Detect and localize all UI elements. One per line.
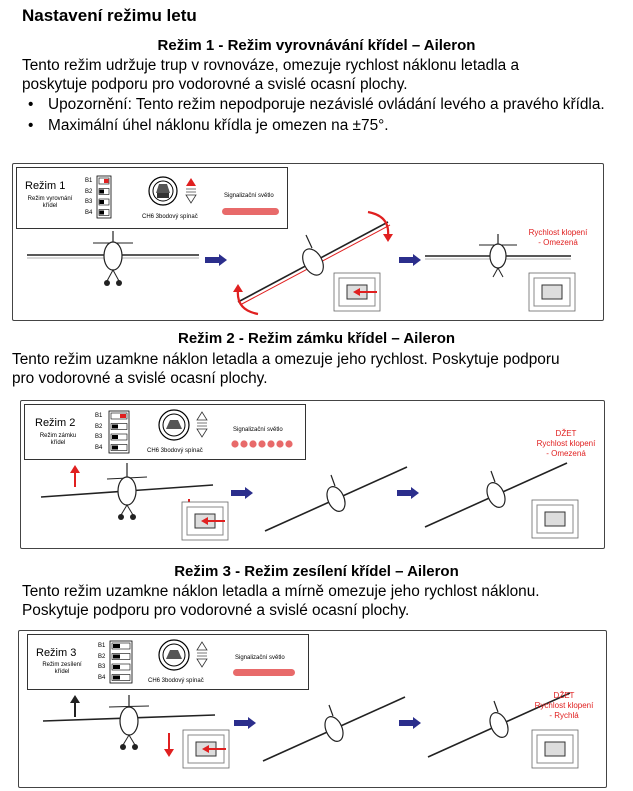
mode-subtitle-line: křídel [54,669,70,675]
arrow-right-icon [231,487,253,499]
note-item: Maximální úhel náklonu křídla je omezen … [22,116,622,135]
arrow-right-icon [399,254,421,266]
note-item: Upozornění: Tento režim nepodporuje nezá… [22,95,622,114]
mode-subtitle-line: křídel [50,440,66,446]
mode-1-paragraph-line: poskytuje podporu pro vodorovné a svislé… [22,76,408,93]
mode-2-diagram: Režim 2 Režim zámku křídel B1 B2 B3 B4 [20,400,605,549]
mode-subtitle-line: Režim zesílení [42,662,82,668]
dip-switches [96,175,112,219]
switch-label: B1 [85,178,93,184]
signal-light [222,208,279,215]
mode-panel: Režim 2 Režim zámku křídel B1 B2 B3 B4 [24,404,306,460]
signal-light-label: Signalizační světlo [235,655,285,661]
result-note-line: DŽET [553,691,575,700]
result-note-line: Rychlost klopení [528,228,588,237]
mode-3-paragraph: Tento režim uzamkne náklon letadla a mír… [22,582,622,620]
mode-name: Režim 3 [36,647,77,659]
mode-2-paragraph-line: pro vodorovné a svislé ocasní plochy. [12,370,268,387]
mode-name: Režim 1 [25,180,66,192]
ch6-switch-label: CH6 3bodový spínač [142,214,198,220]
result-note: DŽET Rychlost klopení - Omezená [526,429,606,459]
mode-1-heading: Režim 1 - Režim vyrovnávání křídel – Ail… [157,37,476,54]
switch-label: B4 [98,674,106,681]
switch-label: B1 [95,413,103,419]
aircraft-front-view [425,234,571,278]
dip-switches [108,410,130,454]
switch-labels: B1 B2 B3 B4 [85,176,92,218]
signal-light [231,440,293,448]
mode-subtitle-line: Režim zámku [39,433,77,439]
switch-label: B2 [85,188,93,195]
aircraft-rolled-view [424,462,568,528]
stick-indicator-icon [333,272,381,312]
mode-3-diagram: Režim 3 Režim zesílení křídel B1 B2 B3 B… [18,630,607,788]
mode-2-paragraph: Tento režim uzamkne náklon letadla a ome… [12,350,627,388]
stick-indicator-icon [531,499,579,539]
switch-label: B1 [98,643,106,649]
switch-labels: B1 B2 B3 B4 [98,641,105,683]
stick-indicator-icon [164,729,230,769]
result-note: Rychlost klopení - Omezená [518,228,598,248]
ch6-switch-icon [158,639,208,671]
mode-1-paragraph: Tento režim udržuje trup v rovnováze, om… [22,56,622,94]
mode-subtitle: Režim zámku křídel [31,433,85,447]
aircraft-rolled-view [262,696,406,762]
aircraft-rolled-view [233,210,393,316]
signal-light-label: Signalizační světlo [233,427,283,433]
mode-2-paragraph-line: Tento režim uzamkne náklon letadla a ome… [12,351,560,368]
mode-subtitle-line: Režim vyrovnání [27,196,73,202]
arrow-right-icon [399,717,421,729]
aircraft-front-view [42,695,216,750]
arrow-right-icon [205,254,227,266]
stick-indicator-icon [528,272,576,312]
arrow-right-icon [234,717,256,729]
mode-panel: Režim 1 Režim vyrovnání křídel B1 B2 B3 … [16,167,288,229]
result-note: DŽET Rychlost klopení - Rychlá [524,691,604,721]
mode-3-paragraph-line: Tento režim uzamkne náklon letadla a mír… [22,583,540,600]
result-note-line: Rychlost klopení [534,701,594,710]
aircraft-rolled-view [264,466,408,532]
switch-label: B4 [85,209,93,216]
ch6-switch-icon [148,176,197,206]
result-note-line: - Omezená [546,449,586,458]
mode-name: Režim 2 [35,417,76,429]
mode-1-diagram: Režim 1 Režim vyrovnání křídel B1 B2 B3 … [12,163,604,321]
switch-label: B2 [95,423,103,430]
page-title: Nastavení režimu letu [22,6,197,25]
dip-switches [109,640,133,684]
mode-subtitle-line: křídel [42,203,58,209]
mode-subtitle: Režim zesílení křídel [32,662,92,676]
stick-indicator-icon [531,729,579,769]
result-note-line: - Rychlá [549,711,579,720]
switch-label: B2 [98,653,106,660]
ch6-switch-label: CH6 3bodový spínač [148,678,204,684]
mode-3-heading: Režim 3 - Režim zesílení křídel – Ailero… [174,563,459,580]
stick-indicator-icon [181,501,229,541]
signal-light-label: Signalizační světlo [224,193,274,199]
aircraft-rolled-view [427,692,571,758]
mode-1-notes: Upozornění: Tento režim nepodporuje nezá… [22,95,622,137]
mode-panel: Režim 3 Režim zesílení křídel B1 B2 B3 B… [27,634,309,690]
signal-light [233,669,295,676]
mode-subtitle: Režim vyrovnání křídel [21,196,79,210]
switch-label: B3 [98,664,106,670]
ch6-switch-label: CH6 3bodový spínač [147,448,203,454]
result-note-line: - Omezená [538,238,578,247]
mode-3-paragraph-line: Poskytuje podporu pro vodorovné a svislé… [22,602,410,619]
ch6-switch-icon [158,409,208,441]
mode-1-paragraph-line: Tento režim udržuje trup v rovnováze, om… [22,57,520,74]
mode-2-heading: Režim 2 - Režim zámku křídel – Aileron [177,330,456,347]
result-note-line: Rychlost klopení [536,439,596,448]
switch-label: B3 [95,434,103,440]
switch-labels: B1 B2 B3 B4 [95,411,102,453]
aircraft-front-view [27,231,199,286]
switch-label: B3 [85,199,93,205]
arrow-right-icon [397,487,419,499]
switch-label: B4 [95,444,103,451]
result-note-line: DŽET [555,429,577,438]
